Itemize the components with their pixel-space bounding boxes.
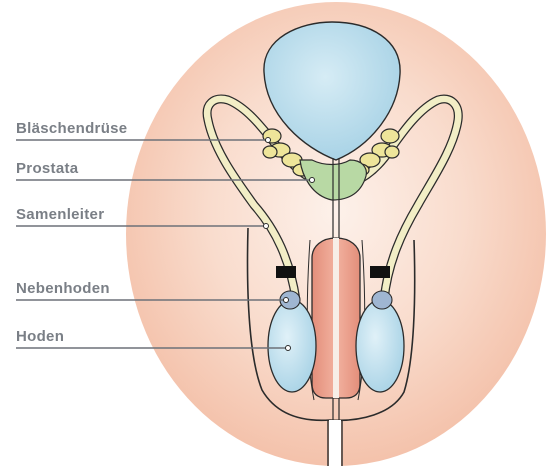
epididymis-right bbox=[371, 290, 393, 310]
bladder bbox=[263, 21, 401, 161]
seminal-vesicle-left bbox=[262, 128, 312, 177]
label-hoden: Hoden bbox=[16, 328, 64, 345]
leader-dot-hoden bbox=[285, 345, 291, 351]
leader-dot-samenleiter bbox=[263, 223, 269, 229]
testis-right bbox=[355, 299, 405, 393]
ligature-right bbox=[370, 266, 390, 278]
label-samenleiter: Samenleiter bbox=[16, 206, 104, 223]
leader-dot-blaeschendruese bbox=[265, 137, 271, 143]
leader-dot-nebenhoden bbox=[283, 297, 289, 303]
testis-left bbox=[267, 299, 317, 393]
urethra-lower bbox=[327, 420, 343, 466]
label-prostata: Prostata bbox=[16, 160, 79, 177]
urethra-lower-fill bbox=[329, 420, 341, 466]
label-nebenhoden: Nebenhoden bbox=[16, 280, 110, 297]
label-blaeschendruese: Bläschendrüse bbox=[16, 120, 127, 137]
ligature-left bbox=[276, 266, 296, 278]
leader-dot-prostata bbox=[309, 177, 315, 183]
background-disc bbox=[126, 2, 546, 466]
penis-urethra bbox=[333, 238, 339, 398]
